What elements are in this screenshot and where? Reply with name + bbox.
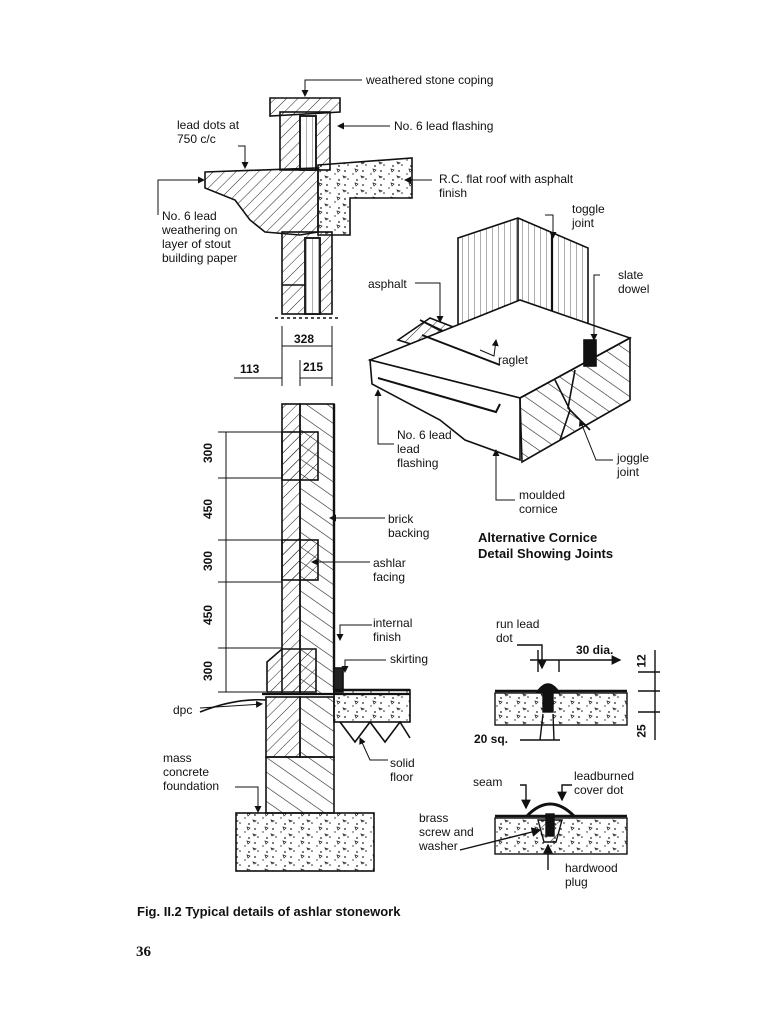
dim-30-dia: 30 dia.	[576, 643, 614, 657]
label-dpc: dpc	[173, 703, 193, 717]
label-asphalt: asphalt	[368, 277, 407, 291]
page-number: 36	[136, 944, 151, 960]
label-joggle-joint: joggle joint	[617, 451, 650, 479]
label-lead-weathering: No. 6 lead weathering on layer of stout …	[162, 209, 238, 265]
dim-300-a: 300	[201, 442, 216, 464]
label-brick-backing: brick backing	[388, 512, 430, 540]
figure-caption: Fig. II.2 Typical details of ashlar ston…	[137, 904, 401, 919]
cornice-leader-lines	[374, 214, 613, 501]
label-lead-dots: lead dots at 750 c/c	[177, 118, 240, 146]
label-weathered-stone-coping: weathered stone coping	[366, 73, 494, 87]
dim-215: 215	[303, 360, 324, 374]
cornice-detail-title: Alternative Cornice Detail Showing Joint…	[478, 530, 614, 561]
label-toggle-joint: toggle joint	[572, 202, 605, 230]
dim-300-b: 300	[201, 550, 216, 572]
label-hardwood-plug: hardwood plug	[565, 861, 618, 889]
label-skirting: skirting	[390, 652, 429, 666]
label-slate-dowel: slate dowel	[618, 268, 650, 296]
dim-300-c: 300	[201, 660, 216, 682]
dim-12: 12	[634, 654, 649, 668]
dim-25: 25	[634, 724, 649, 738]
label-mass-concrete: mass concrete foundation	[163, 751, 220, 793]
label-lead-flashing-top: No. 6 lead flashing	[394, 119, 494, 133]
wall-dimension-lines	[218, 326, 333, 693]
label-lead-flashing-cornice: No. 6 lead lead flashing	[397, 428, 452, 470]
label-ashlar-facing: ashlar facing	[373, 556, 406, 584]
label-brass-screw: brass screw and washer	[419, 811, 474, 853]
dim-450-b: 450	[201, 604, 216, 626]
dim-328: 328	[294, 332, 315, 346]
cover-dot-detail	[459, 784, 628, 870]
label-moulded-cornice: moulded cornice	[519, 488, 566, 516]
label-raglet: raglet	[498, 353, 529, 367]
label-rc-flat-roof: R.C. flat roof with asphalt finish	[439, 172, 574, 200]
label-run-lead-dot: run lead dot	[496, 617, 540, 645]
cornice-isometric	[367, 217, 632, 464]
label-internal-finish: internal finish	[373, 616, 413, 644]
label-leadburned-cover-dot: leadburned cover dot	[574, 769, 635, 797]
label-solid-floor: solid floor	[390, 756, 415, 784]
run-lead-dot-detail	[494, 644, 660, 741]
label-seam: seam	[473, 775, 503, 789]
wall-leader-lines	[157, 79, 432, 813]
wall-section	[199, 97, 413, 872]
dim-113: 113	[240, 362, 260, 376]
dim-450-a: 450	[201, 498, 216, 520]
dim-20-sq: 20 sq.	[474, 732, 509, 746]
